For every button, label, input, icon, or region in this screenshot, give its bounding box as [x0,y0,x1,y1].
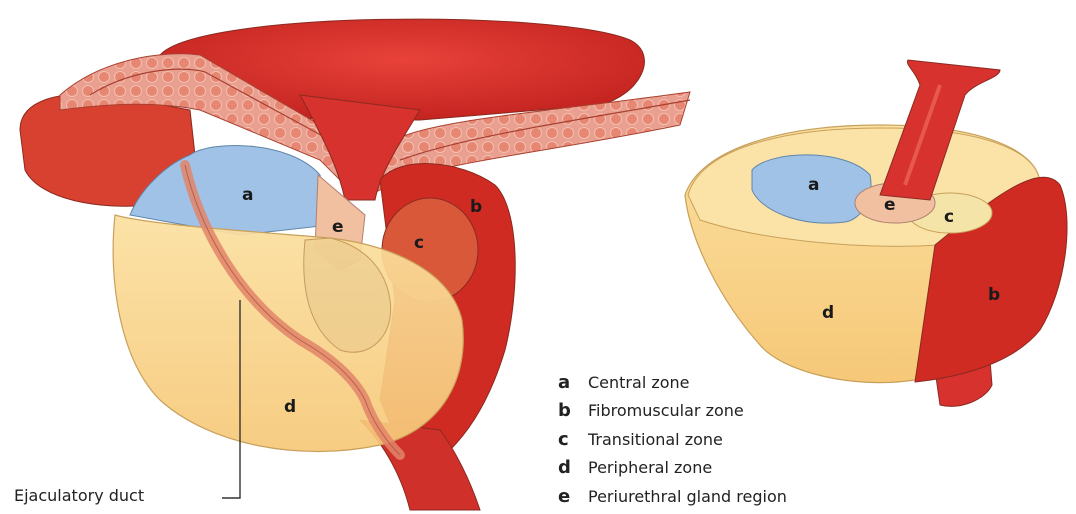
label-c-right: c [944,207,954,227]
label-a-right: a [808,175,819,195]
legend-item: e Periurethral gland region [558,482,888,511]
legend-key: e [558,486,588,507]
legend-text: Transitional zone [588,430,723,449]
legend-key: a [558,372,588,393]
legend-text: Periurethral gland region [588,487,787,506]
legend-item: d Peripheral zone [558,454,888,483]
legend-item: b Fibromuscular zone [558,397,888,426]
label-e-left: e [332,217,344,237]
label-d-right: d [822,303,834,323]
legend-text: Fibromuscular zone [588,401,744,420]
legend-key: c [558,429,588,450]
legend-text: Central zone [588,373,690,392]
legend-item: a Central zone [558,368,888,397]
label-d-left: d [284,397,296,417]
label-a-left: a [242,185,253,205]
legend-text: Peripheral zone [588,458,712,477]
cross-section-view: a b c d e [685,60,1067,406]
label-b-right: b [988,285,1000,305]
label-e-right: e [884,195,896,215]
ejaculatory-duct-label: Ejaculatory duct [14,486,144,505]
label-c-left: c [414,233,424,253]
legend-item: c Transitional zone [558,425,888,454]
label-b-left: b [470,197,482,217]
zone-legend: a Central zone b Fibromuscular zone c Tr… [558,368,888,511]
legend-key: d [558,457,588,478]
legend-key: b [558,400,588,421]
